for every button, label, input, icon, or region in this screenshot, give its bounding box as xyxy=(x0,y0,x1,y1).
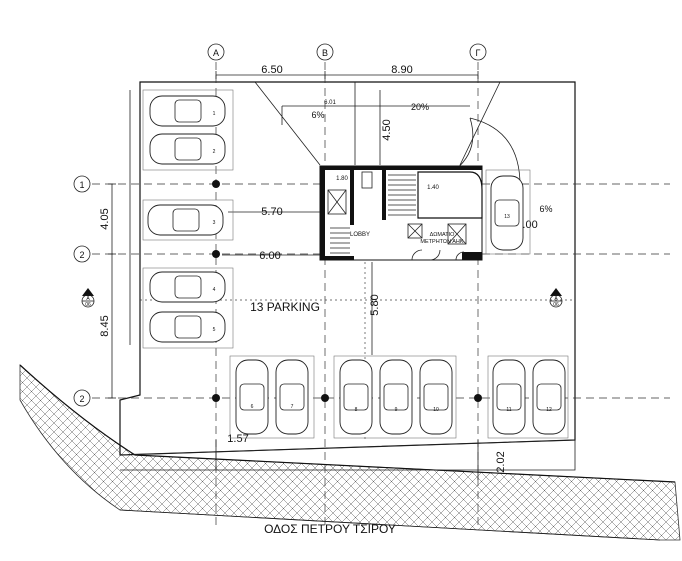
grid-bubble-b: Β xyxy=(316,43,334,61)
parking-space-5: 5 xyxy=(149,311,226,343)
parking-space-7: 7 xyxy=(275,359,309,435)
svg-text:1: 1 xyxy=(213,111,216,117)
label-meter-room-2: ΜΕΤΡΗΤΩΝ ΑΗΚ xyxy=(420,239,463,245)
svg-text:9: 9 xyxy=(395,407,398,413)
slope-ramp-left: 6% xyxy=(311,110,324,120)
svg-text:4: 4 xyxy=(213,287,216,293)
dim-to-core-lower: 6.00 xyxy=(259,250,280,262)
svg-text:8: 8 xyxy=(355,407,358,413)
slope-ramp-main: 20% xyxy=(411,102,429,112)
dim-column-offset: 1.57 xyxy=(227,433,248,445)
dim-row-1-2: 4.05 xyxy=(99,208,111,229)
svg-text:06: 06 xyxy=(85,302,91,308)
section-mark-left: A 06 xyxy=(81,288,95,308)
svg-text:Γ: Γ xyxy=(476,48,481,58)
parking-space-4: 4 xyxy=(149,271,226,303)
street-name: ΟΔΟΣ ΠΕΤΡΟΥ ΤΣΙΡΟΥ xyxy=(264,522,396,536)
dim-row-2-2: 8.45 xyxy=(99,315,111,336)
parking-space-10: 10 xyxy=(419,359,453,435)
label-lobby: LOBBY xyxy=(350,232,370,238)
dim-stair-small-1: 1.80 xyxy=(336,176,348,182)
parking-space-13: 13 xyxy=(490,175,524,251)
parking-space-2: 2 xyxy=(149,133,226,165)
svg-text:1: 1 xyxy=(79,180,84,190)
ramp-outline xyxy=(254,81,501,166)
parking-space-6: 6 xyxy=(235,359,269,435)
svg-text:11: 11 xyxy=(506,407,511,413)
dim-ab-span: 6.50 xyxy=(261,64,282,76)
svg-text:Α: Α xyxy=(213,48,219,58)
grid-bubble-g: Γ xyxy=(469,43,487,61)
parking-space-12: 12 xyxy=(532,359,566,435)
grid-bubble-1: 1 xyxy=(73,175,91,193)
svg-text:Β: Β xyxy=(322,48,328,58)
stair-core xyxy=(319,165,483,261)
label-meter-room-1: ΔΩΜΑΤΙΟ xyxy=(430,232,456,238)
parking-space-8: 8 xyxy=(339,359,373,435)
grid-bubble-2-upper: 2 xyxy=(73,245,91,263)
parking-space-3: 3 xyxy=(147,204,224,236)
svg-text:13: 13 xyxy=(504,214,510,220)
svg-text:2: 2 xyxy=(79,394,84,404)
dim-core-to-bays: 5.80 xyxy=(369,294,381,315)
slope-right: 6% xyxy=(539,204,552,214)
dim-ramp-width: 6.01 xyxy=(324,100,336,106)
grid-bubble-a: Α xyxy=(207,43,225,61)
svg-text:2: 2 xyxy=(213,149,216,155)
structural-columns xyxy=(212,180,482,402)
dim-ramp-depth: 4.50 xyxy=(381,119,393,140)
parking-space-9: 9 xyxy=(379,359,413,435)
svg-text:A: A xyxy=(554,296,558,302)
dim-stair-small-2: 1.40 xyxy=(427,185,439,191)
svg-text:3: 3 xyxy=(213,220,216,226)
svg-text:6: 6 xyxy=(251,404,254,410)
dim-to-core-upper: 5.70 xyxy=(261,206,282,218)
svg-text:12: 12 xyxy=(546,407,552,413)
section-mark-right: A 06 xyxy=(549,288,563,308)
parking-space-1: 1 xyxy=(149,95,226,127)
svg-text:10: 10 xyxy=(433,407,439,413)
dim-to-street: 2.02 xyxy=(495,451,507,472)
parking-title: 13 PARKING xyxy=(250,300,320,314)
svg-text:7: 7 xyxy=(291,404,294,410)
svg-text:06: 06 xyxy=(553,302,559,308)
svg-text:A: A xyxy=(86,296,90,302)
svg-text:2: 2 xyxy=(79,250,84,260)
parking-space-11: 11 xyxy=(492,359,526,435)
grid-bubble-2-lower: 2 xyxy=(73,389,91,407)
svg-text:5: 5 xyxy=(213,327,216,333)
dim-bg-span: 8.90 xyxy=(391,64,412,76)
